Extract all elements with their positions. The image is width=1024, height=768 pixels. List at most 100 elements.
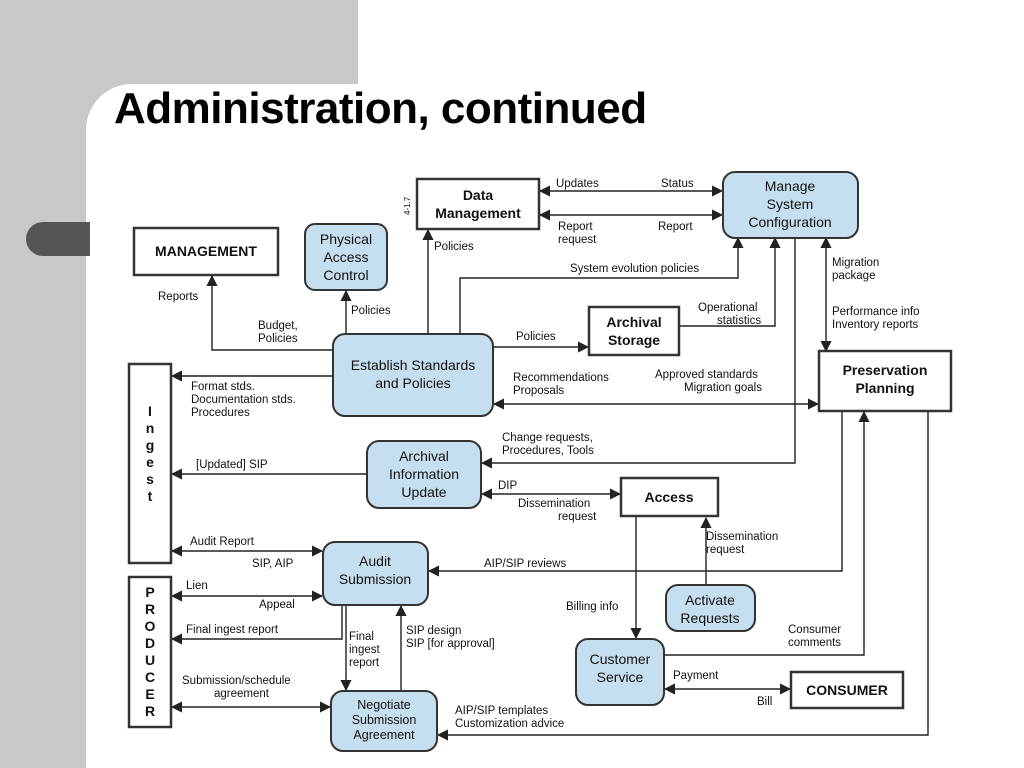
node-msc-line3: Configuration xyxy=(748,214,831,230)
label-consumer-comments: comments xyxy=(788,637,841,649)
label-format-stds: Procedures xyxy=(191,407,250,419)
node-activate-line1: Activate xyxy=(685,592,735,608)
node-producer-letter: E xyxy=(145,686,154,702)
node-negotiate-line3: Agreement xyxy=(353,728,415,742)
node-access-label: Access xyxy=(644,489,693,505)
node-archival-storage-line1: Archival xyxy=(606,314,661,330)
node-access: Access xyxy=(619,476,720,518)
label-performance-info: Performance info xyxy=(832,306,920,318)
node-activate-line2: Requests xyxy=(680,610,739,626)
edge-change-requests xyxy=(480,238,796,469)
node-establish-standards: Establish Standards and Policies xyxy=(332,333,494,417)
label-payment: Payment xyxy=(673,670,719,682)
label-budget-policies: Budget, xyxy=(258,320,298,332)
node-cs-line2: Service xyxy=(597,669,644,685)
edge-aip-sip-reviews xyxy=(427,412,843,577)
node-pac-line3: Control xyxy=(323,267,368,283)
node-aiu-line3: Update xyxy=(401,484,446,500)
node-ingest-letter: n xyxy=(146,420,155,436)
node-preservation-planning: Preservation Planning xyxy=(817,349,953,413)
label-aip-sip-templates: Customization advice xyxy=(455,718,564,730)
edge-labels: 4-1.7 Updates Status Report request Repo… xyxy=(158,178,920,730)
label-recommendations: Recommendations xyxy=(513,372,609,384)
label-recommendations: Proposals xyxy=(513,385,564,397)
label-approved-standards: Migration goals xyxy=(684,382,762,394)
label-dip: DIP xyxy=(498,480,518,492)
label-approved-standards: Approved standards xyxy=(655,369,758,381)
edge-system-evolution xyxy=(459,236,744,333)
node-management: MANAGEMENT xyxy=(132,226,280,277)
label-policies-as: Policies xyxy=(516,331,556,343)
node-consumer-label: CONSUMER xyxy=(806,682,888,698)
label-updated-sip: [Updated] SIP xyxy=(196,459,268,471)
label-aip-sip-templates: AIP/SIP templates xyxy=(455,705,548,717)
label-appeal: Appeal xyxy=(259,599,295,611)
label-final-ingest-report-v: Final xyxy=(349,631,374,643)
node-producer-letter: R xyxy=(145,703,155,719)
node-producer-letter: D xyxy=(145,635,155,651)
node-data-management: Data Management xyxy=(415,177,541,231)
label-report-request: Report xyxy=(558,221,593,233)
slide-card xyxy=(86,84,1024,768)
node-archival-storage-line2: Storage xyxy=(608,332,660,348)
node-activate-requests: Activate Requests xyxy=(665,584,756,632)
node-audit-line1: Audit xyxy=(359,553,391,569)
node-producer-letter: P xyxy=(145,584,154,600)
node-archival-information-update: Archival Information Update xyxy=(366,440,482,509)
label-performance-info: Inventory reports xyxy=(832,319,919,331)
node-physical-access-control: Physical Access Control xyxy=(304,223,388,291)
label-small-ref: 4-1.7 xyxy=(403,196,412,215)
node-management-label: MANAGEMENT xyxy=(155,243,257,259)
node-cs-line1: Customer xyxy=(590,651,651,667)
label-status: Status xyxy=(661,178,694,190)
node-data-management-line1: Data xyxy=(463,187,494,203)
node-msc-line2: System xyxy=(767,196,814,212)
label-audit-report: Audit Report xyxy=(190,536,255,548)
label-report: Report xyxy=(658,221,693,233)
node-negotiate-line1: Negotiate xyxy=(357,698,411,712)
node-producer-letter: U xyxy=(145,652,155,668)
label-final-ingest-report: Final ingest report xyxy=(186,624,279,636)
label-consumer-comments: Consumer xyxy=(788,624,841,636)
label-policies-dm: Policies xyxy=(434,241,474,253)
node-archival-storage: Archival Storage xyxy=(587,305,681,357)
label-budget-policies: Policies xyxy=(258,333,298,345)
label-lien: Lien xyxy=(186,580,208,592)
label-submission-schedule: agreement xyxy=(214,688,270,700)
node-producer-letter: C xyxy=(145,669,155,685)
label-dissemination-request-b: Dissemination xyxy=(706,531,778,543)
node-producer: P R O D U C E R xyxy=(127,575,173,729)
label-report-request: request xyxy=(558,234,597,246)
label-operational-stats: Operational xyxy=(698,302,757,314)
node-aiu-line2: Information xyxy=(389,466,459,482)
label-system-evolution: System evolution policies xyxy=(570,263,699,275)
label-bill: Bill xyxy=(757,696,772,708)
node-manage-system-configuration: Manage System Configuration xyxy=(722,171,859,239)
label-format-stds: Format stds. xyxy=(191,381,255,393)
label-submission-schedule: Submission/schedule xyxy=(182,675,291,687)
label-change-requests: Procedures, Tools xyxy=(502,445,594,457)
connectors xyxy=(170,185,929,741)
node-audit-submission: Audit Submission xyxy=(322,541,429,606)
label-reports: Reports xyxy=(158,291,199,303)
node-preservation-planning-line2: Planning xyxy=(855,380,914,396)
node-ingest-letter: s xyxy=(146,471,154,487)
label-sip-design: SIP design xyxy=(406,625,461,637)
edge-reports xyxy=(206,274,332,351)
node-pac-line2: Access xyxy=(323,249,368,265)
label-final-ingest-report-v: report xyxy=(349,657,380,669)
slide-tab-decoration xyxy=(26,222,90,256)
label-dissemination-request: request xyxy=(558,511,597,523)
edge-operational-stats xyxy=(680,236,781,327)
edge-final-ingest-report xyxy=(170,606,343,645)
label-change-requests: Change requests, xyxy=(502,432,593,444)
label-billing-info: Billing info xyxy=(566,601,618,613)
label-sip-design: SIP [for approval] xyxy=(406,638,495,650)
node-establish-line1: Establish Standards xyxy=(351,357,476,373)
label-operational-stats: statistics xyxy=(717,315,761,327)
label-dissemination-request: Dissemination xyxy=(518,498,590,510)
node-customer-service: Customer Service xyxy=(575,638,665,706)
node-audit-line2: Submission xyxy=(339,571,411,587)
node-preservation-planning-line1: Preservation xyxy=(843,362,928,378)
